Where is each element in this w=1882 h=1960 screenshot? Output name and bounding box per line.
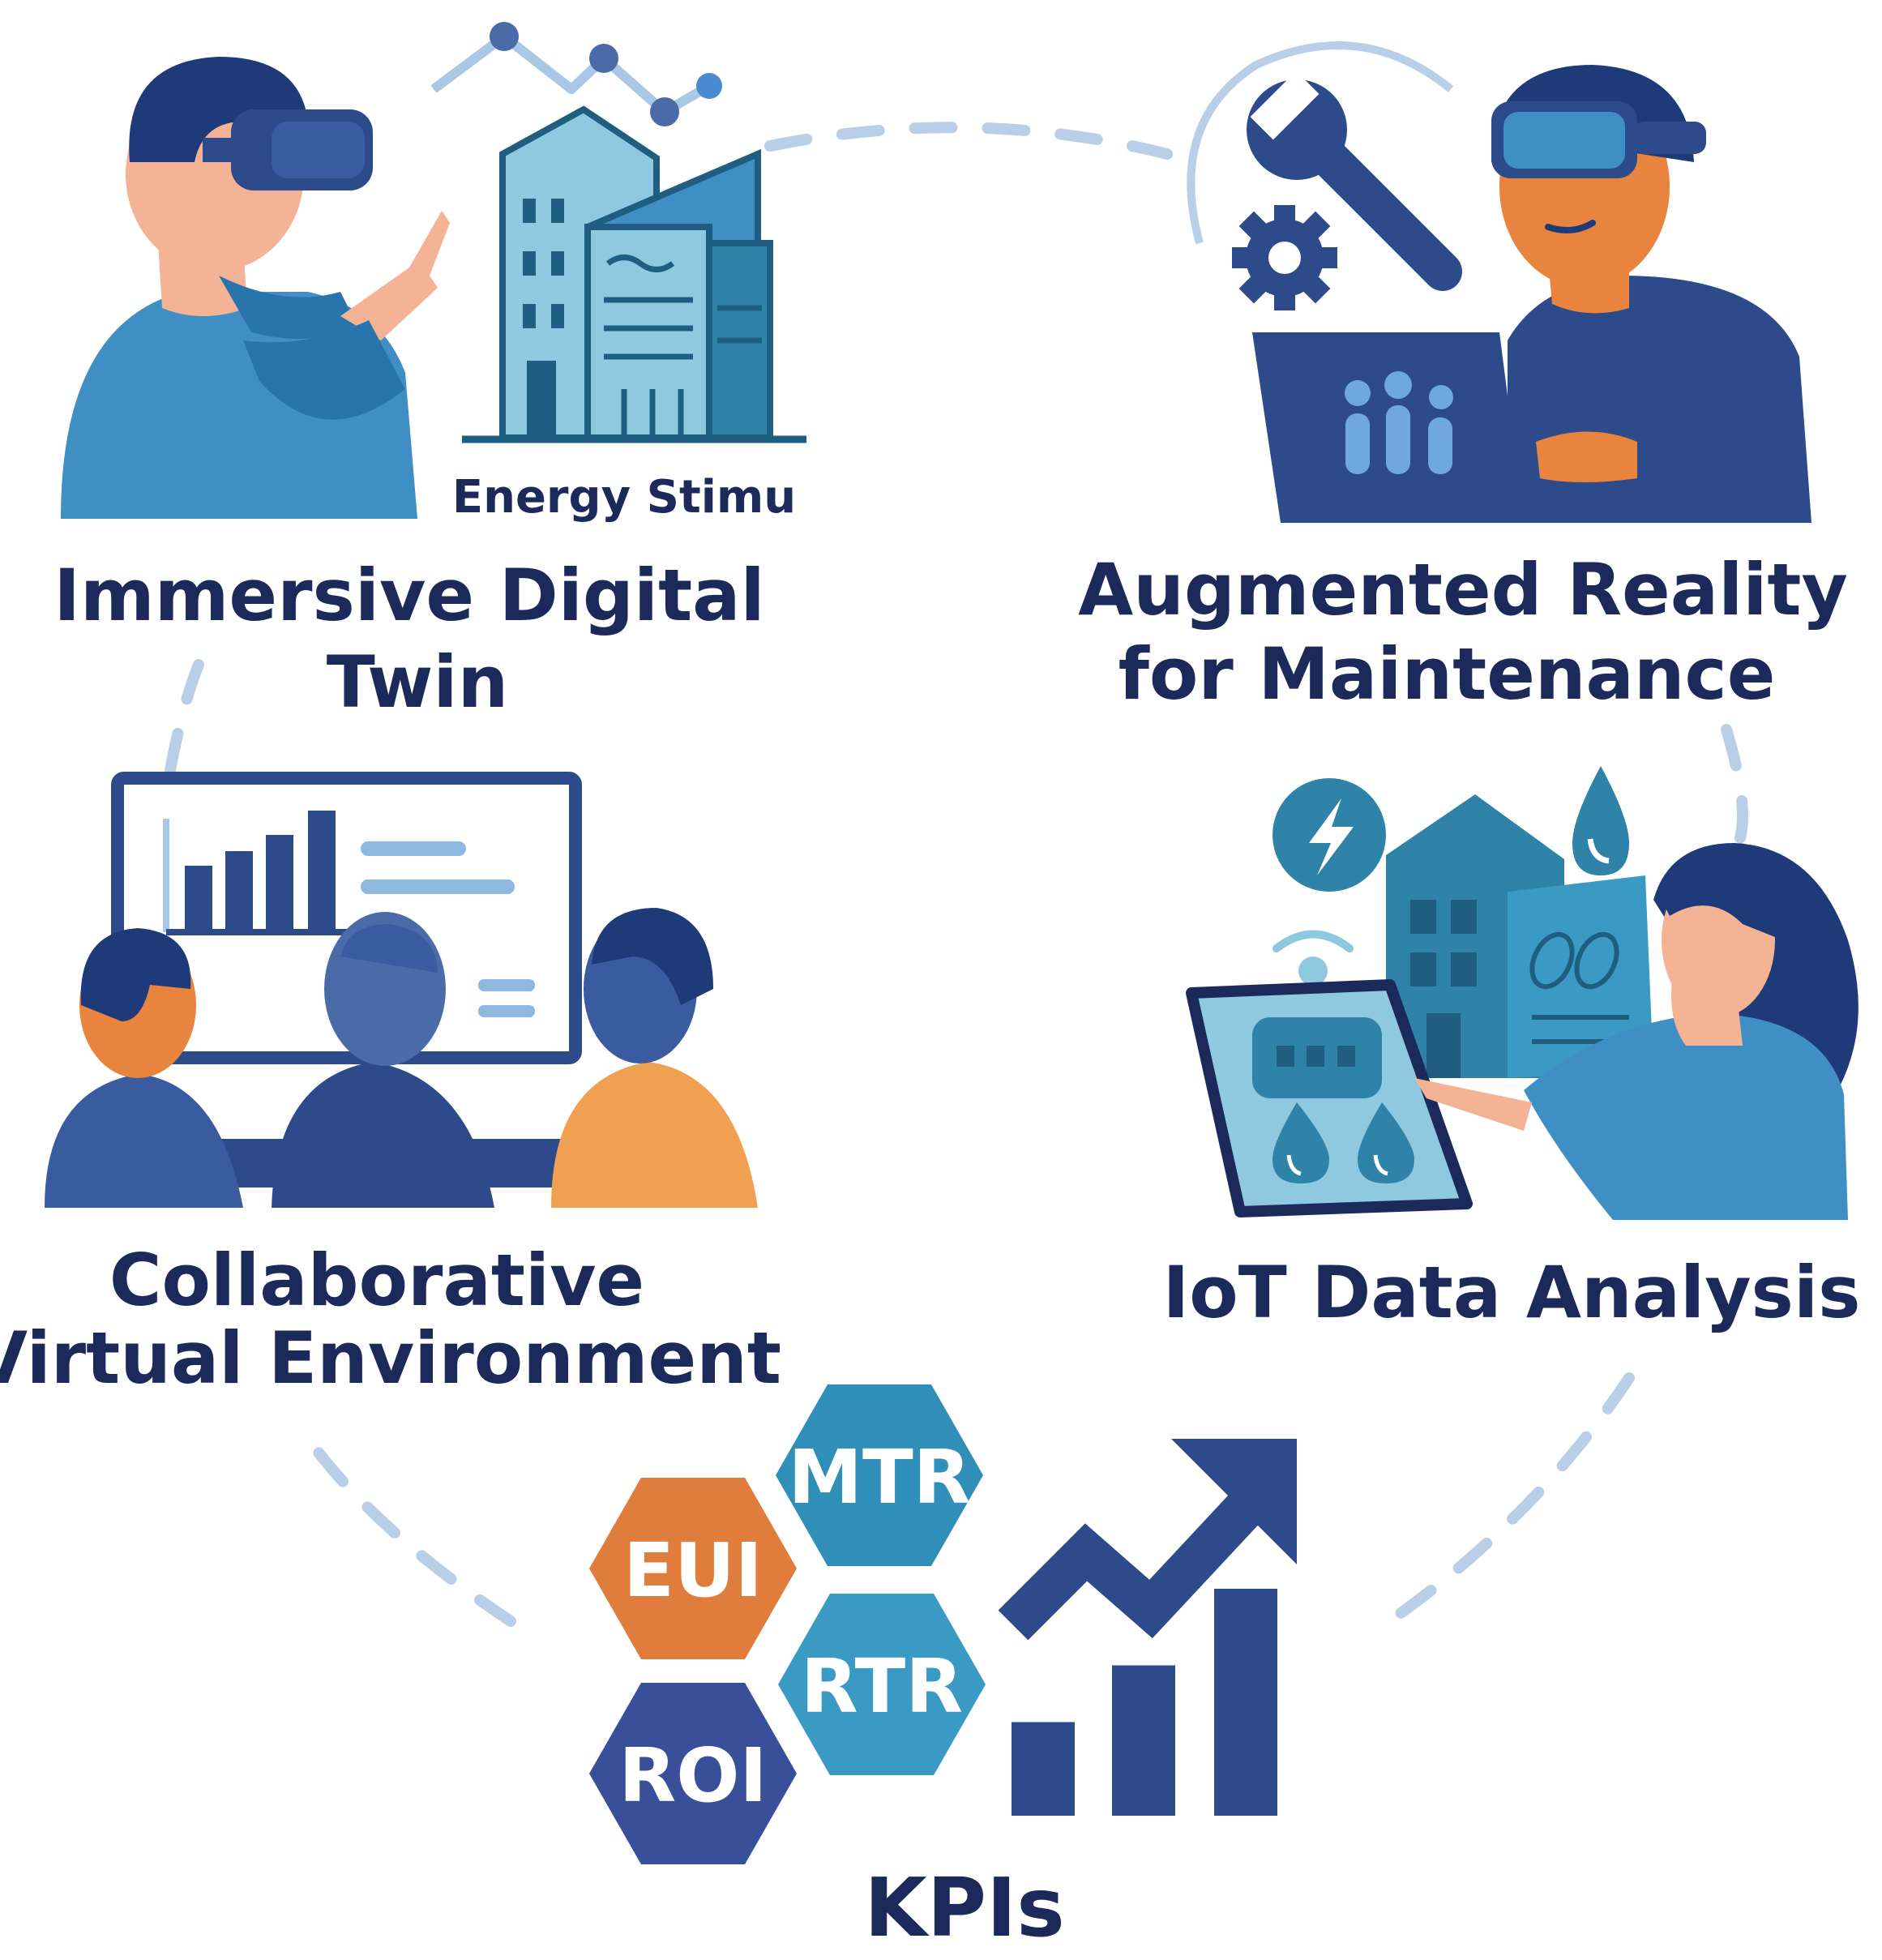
laptop-icon [1252, 332, 1637, 523]
ar-title-line1: Augmented Reality [1078, 548, 1848, 631]
water-drop-icon [1572, 766, 1629, 875]
vr-headset-icon [203, 109, 373, 190]
kpi-badge-eui [589, 1478, 797, 1659]
kpi-badge-label-rtr: RTR [801, 1643, 963, 1730]
kpi-badge-label-roi: ROI [618, 1732, 767, 1819]
growth-bar [1012, 1722, 1075, 1816]
tablet-device [1186, 979, 1473, 1218]
kpis-title: KPIs [864, 1860, 1065, 1955]
participant-left [45, 928, 243, 1208]
kpi-badge-label-mtr: MTR [788, 1434, 970, 1521]
iot-title: IoT Data Analysis [1163, 1251, 1861, 1334]
kpi-badge-label-eui: EUI [623, 1527, 763, 1614]
collab-title-line1: Collaborative [109, 1239, 644, 1322]
kpi-badge-mtr [776, 1384, 983, 1566]
building-caption: Energy Stimu [452, 471, 796, 524]
ar-maintenance-illustration [1187, 41, 1811, 523]
participant-right [551, 908, 758, 1208]
building-icon [462, 105, 806, 443]
digital-twin-title-line1: Immersive Digital [53, 554, 764, 637]
gear-icon [1232, 205, 1337, 310]
collab-title-line2: Virtual Environment [0, 1316, 781, 1400]
digital-twin-illustration: Energy Stimu [61, 22, 806, 524]
dashed-cycle-ring [165, 122, 1748, 1635]
kpi-badge-roi [589, 1683, 797, 1864]
growth-chart-icon [998, 1439, 1297, 1816]
iot-illustration [1186, 766, 1858, 1220]
growth-bar [1214, 1589, 1277, 1816]
growth-bar [1112, 1665, 1175, 1816]
line-chart-icon [430, 22, 722, 126]
wifi-signal-icon [1272, 930, 1354, 986]
kpi-badges: MTR EUI RTR ROI [589, 1384, 986, 1864]
presentation-screen [111, 772, 582, 1064]
wrench-icon [1247, 71, 1462, 291]
ar-title-line2: for Maintenance [1119, 632, 1776, 716]
ar-headset-icon [1491, 101, 1706, 178]
kpi-badge-rtr [778, 1594, 986, 1775]
analyst-person [1414, 843, 1858, 1220]
digital-twin-title-line2: Twin [327, 640, 508, 724]
collaboration-illustration [45, 772, 758, 1208]
participant-center [272, 912, 494, 1208]
smart-building-icon [1386, 794, 1653, 1078]
lightning-icon [1272, 778, 1386, 892]
